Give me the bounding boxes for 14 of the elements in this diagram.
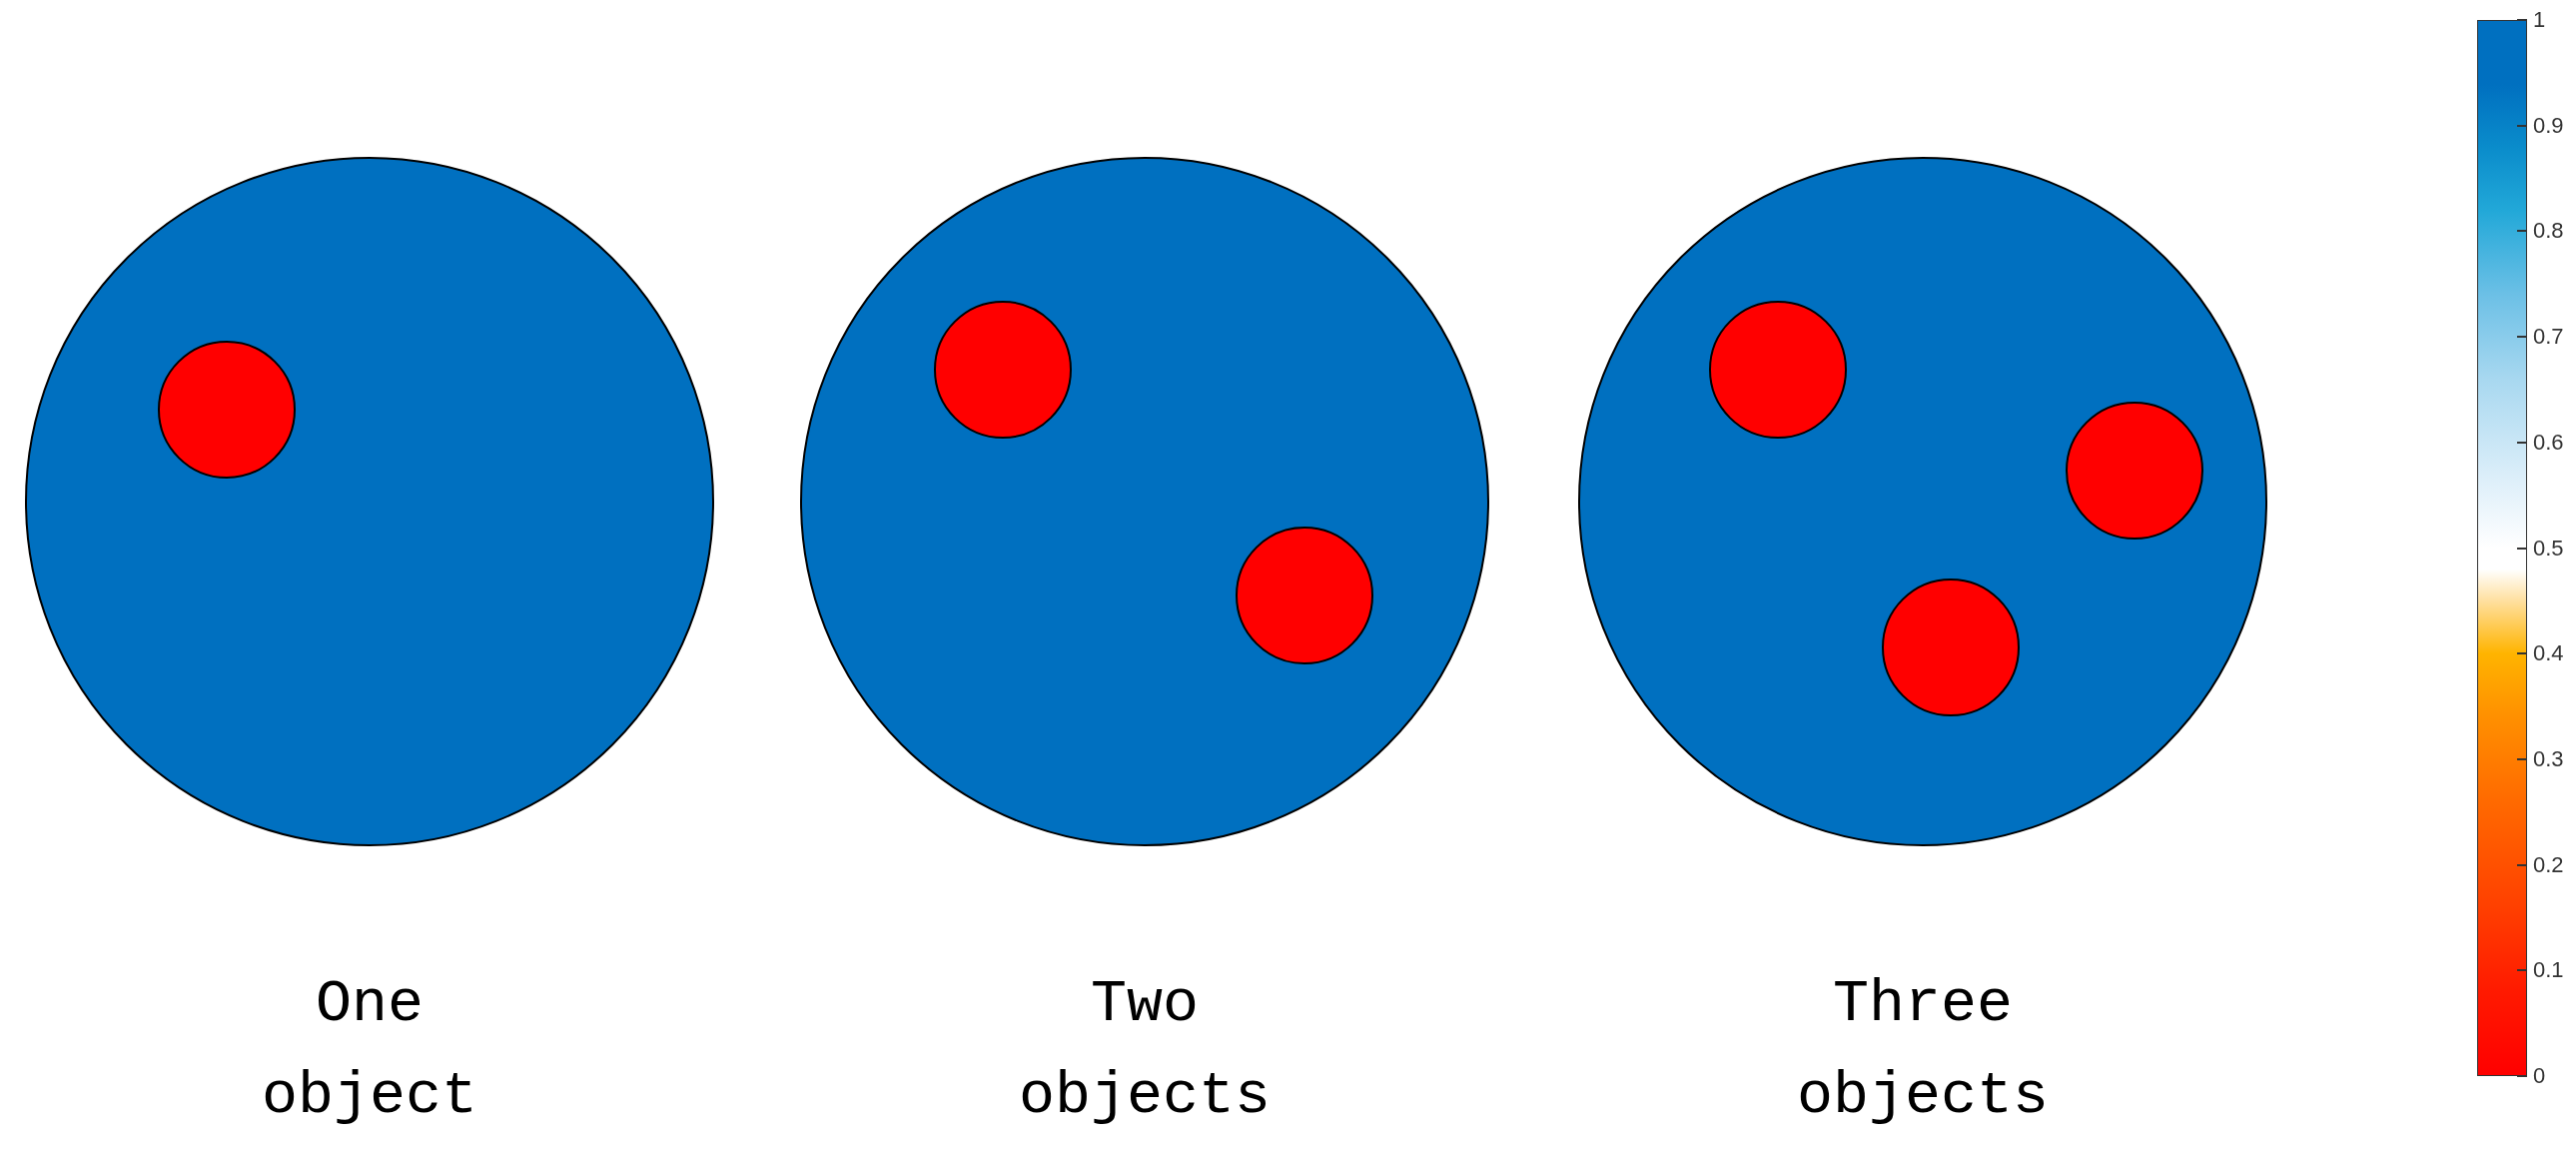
colorbar-tick-label: 0.3 xyxy=(2533,745,2564,772)
colorbar-tick-label: 0.9 xyxy=(2533,112,2564,139)
colorbar-tick-label: 0.2 xyxy=(2533,851,2564,878)
object-count-label: One object xyxy=(260,969,478,1132)
object-count-label: Two objects xyxy=(1017,969,1272,1132)
colorbar-tick-label: 0.6 xyxy=(2533,429,2564,456)
colorbar-tick-label: 1 xyxy=(2533,7,2546,33)
colorbar-tick-label: 0.4 xyxy=(2533,640,2564,667)
object-count-label: Three objects xyxy=(1795,969,2050,1132)
colorbar-tick-label: 0 xyxy=(2533,1063,2546,1089)
colorbar-tick-label: 0.1 xyxy=(2533,957,2564,984)
colorbar-tick-label: 0.8 xyxy=(2533,218,2564,245)
colorbar-tick-label: 0.5 xyxy=(2533,535,2564,562)
colorbar-tick-label: 0.7 xyxy=(2533,324,2564,351)
